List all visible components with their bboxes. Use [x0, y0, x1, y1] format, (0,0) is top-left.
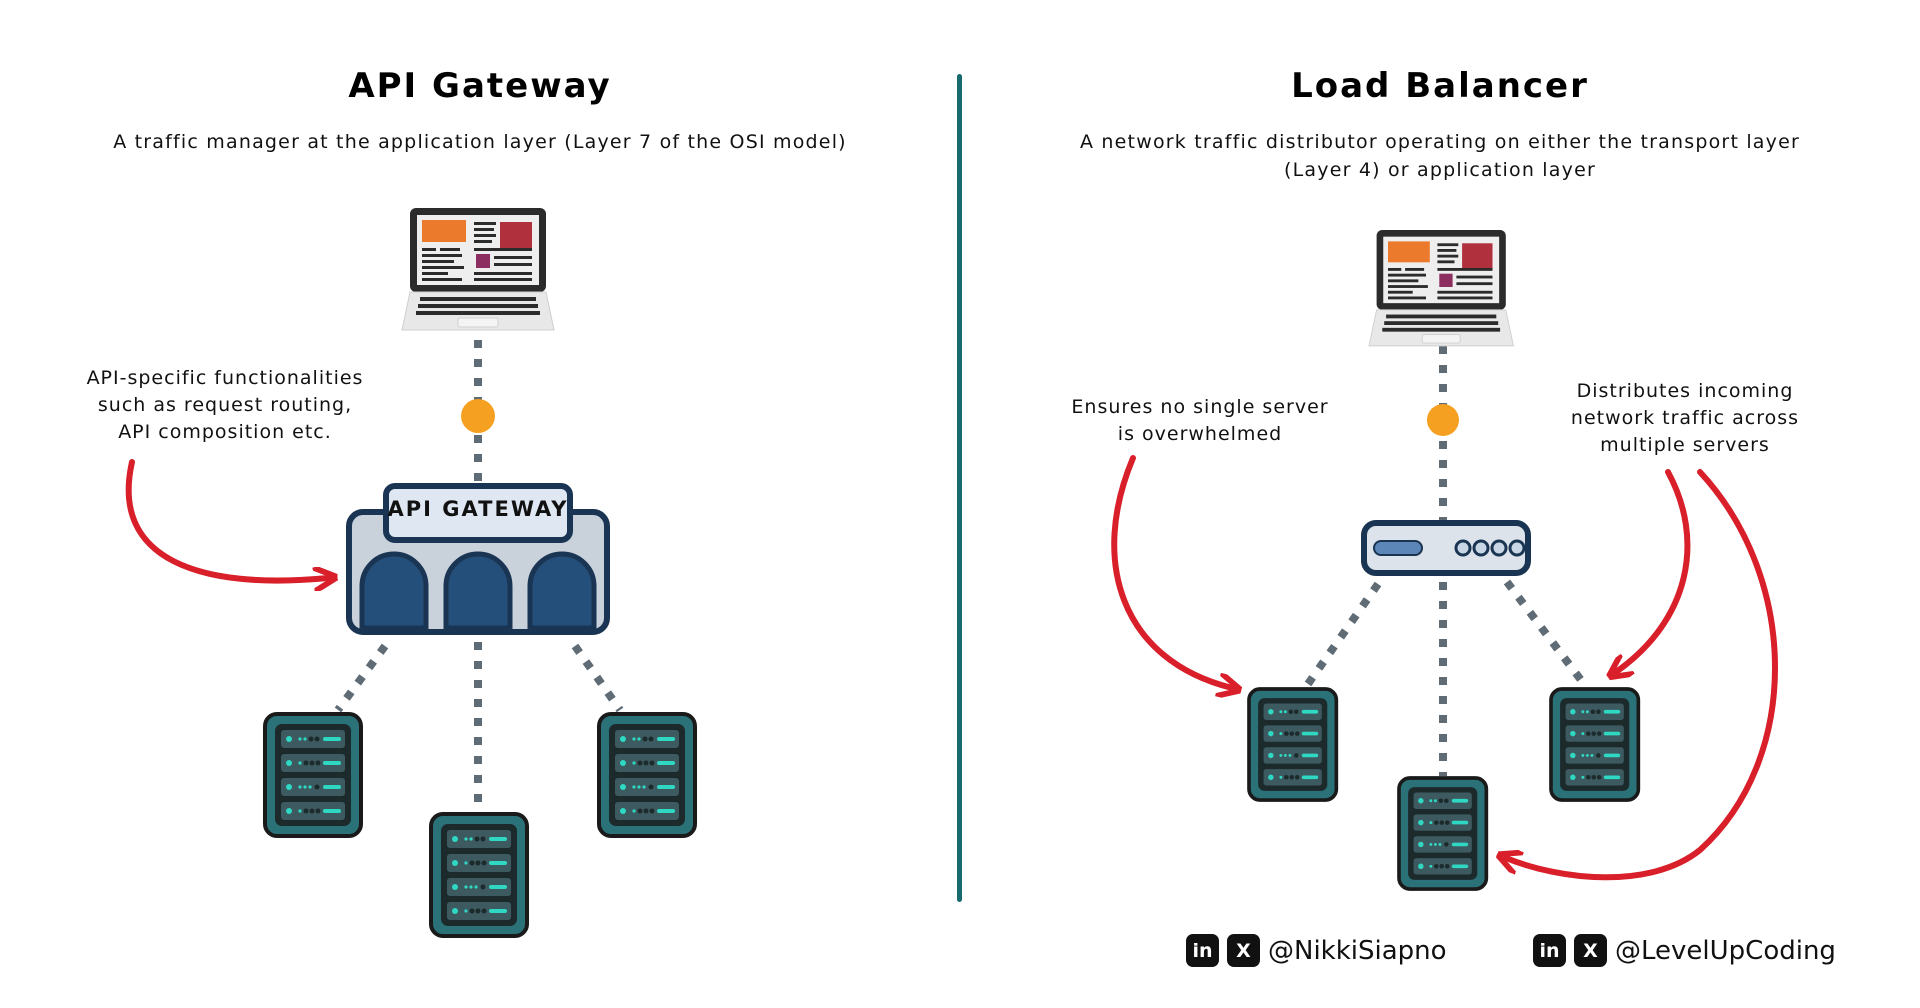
connector-gateway-to-servers: [334, 642, 624, 812]
load-balancer-annotation-right: Distributes incoming network traffic acr…: [1530, 378, 1840, 459]
annotation-line: such as request routing,: [97, 394, 353, 416]
load-balancer-subtitle: A network traffic distributor operating …: [1000, 128, 1880, 184]
footer-credit: in X @LevelUpCoding: [1533, 934, 1836, 967]
annotation-line: Distributes incoming: [1576, 380, 1794, 402]
server-icon: [1247, 687, 1339, 802]
client-laptop-icon: [1368, 229, 1514, 347]
api-gateway-label: API GATEWAY: [387, 497, 569, 521]
panel-divider: [957, 74, 962, 902]
request-node-dot: [1427, 404, 1459, 436]
server-icon: [597, 712, 697, 838]
footer-credit: in X @NikkiSiapno: [1186, 934, 1447, 967]
server-icon: [1397, 776, 1489, 891]
x-icon[interactable]: X: [1227, 934, 1260, 967]
linkedin-icon[interactable]: in: [1186, 934, 1219, 967]
x-icon[interactable]: X: [1574, 934, 1607, 967]
org-handle[interactable]: @LevelUpCoding: [1615, 935, 1836, 966]
subtitle-line: (Layer 4) or application layer: [1284, 159, 1596, 181]
annotation-line: Ensures no single server: [1071, 396, 1329, 418]
annotation-arrow: [125, 459, 328, 581]
annotation-line: is overwhelmed: [1117, 423, 1283, 445]
server-icon: [429, 812, 529, 938]
linkedin-icon[interactable]: in: [1533, 934, 1566, 967]
annotation-line: API-specific functionalities: [86, 367, 364, 389]
connector-balancer-to-servers: [1304, 579, 1588, 776]
request-node-dot: [461, 399, 495, 433]
annotation-line: network traffic across: [1570, 407, 1800, 429]
annotation-arrow: [1616, 469, 1691, 672]
subtitle-line: A network traffic distributor operating …: [1079, 131, 1800, 153]
load-balancer-icon: [1361, 520, 1531, 576]
client-laptop-icon: [401, 207, 555, 331]
annotation-line: API composition etc.: [118, 421, 332, 443]
author-handle[interactable]: @NikkiSiapno: [1268, 935, 1447, 966]
api-gateway-subtitle: A traffic manager at the application lay…: [113, 131, 847, 153]
api-gateway-annotation: API-specific functionalities such as req…: [40, 365, 410, 446]
load-balancer-title: Load Balancer: [1291, 66, 1589, 106]
annotation-arrow: [1111, 455, 1232, 688]
load-balancer-annotation-left: Ensures no single server is overwhelmed: [1040, 394, 1360, 448]
server-icon: [263, 712, 363, 838]
annotation-arrow: [1506, 469, 1778, 881]
server-icon: [1549, 687, 1641, 802]
api-gateway-title: API Gateway: [348, 66, 612, 106]
annotation-line: multiple servers: [1600, 434, 1770, 456]
